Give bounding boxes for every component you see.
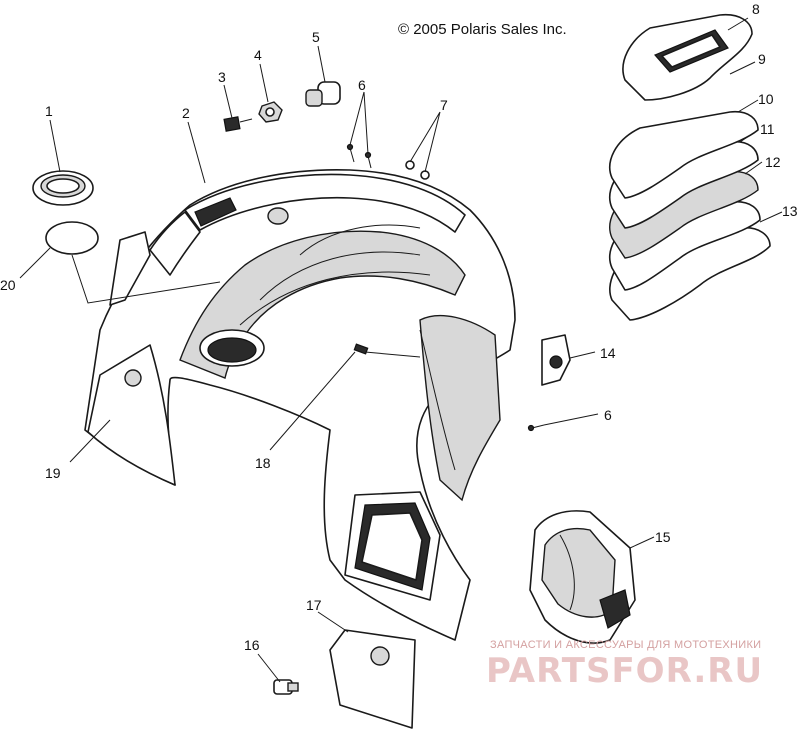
callout-5: 5 [312, 29, 320, 45]
clip-part [223, 116, 253, 132]
pin-part [353, 343, 369, 355]
callout-13: 13 [782, 203, 798, 219]
callout-17: 17 [306, 597, 322, 613]
watermark-tagline: ЗАПЧАСТИ И АКСЕССУАРЫ ДЛЯ МОТОТЕХНИКИ [490, 639, 761, 651]
bezel-stack [609, 13, 771, 321]
grommet-ring-part [32, 170, 94, 206]
nut-part [258, 101, 283, 123]
watermark: ЗАПЧАСТИ И АКСЕССУАРЫ ДЛЯ МОТОТЕХНИКИ PA… [486, 639, 763, 691]
watermark-brand: PARTSFOR.RU [486, 651, 763, 691]
leader-lines [19, 17, 783, 683]
plug-part [305, 81, 341, 107]
callout-4: 4 [254, 47, 262, 63]
callout-14: 14 [600, 345, 616, 361]
callout-labels: 1 2 3 4 5 6 7 8 9 10 11 12 13 14 6 15 16… [0, 1, 798, 653]
callout-7: 7 [440, 97, 448, 113]
callout-16: 16 [244, 637, 260, 653]
o-ring-part [45, 221, 99, 255]
callout-20: 20 [0, 277, 16, 293]
callout-19: 19 [45, 465, 61, 481]
callout-1: 1 [45, 103, 53, 119]
callout-15: 15 [655, 529, 671, 545]
copyright-text: © 2005 Polaris Sales Inc. [398, 21, 567, 38]
callout-3: 3 [218, 69, 226, 85]
callout-11: 11 [760, 121, 775, 137]
callout-9: 9 [758, 51, 766, 67]
hood-shell [84, 168, 516, 641]
callout-12: 12 [765, 154, 781, 170]
callout-6b: 6 [604, 407, 612, 423]
callout-6: 6 [358, 77, 366, 93]
callout-10: 10 [758, 91, 774, 107]
cover-plate-part [329, 629, 416, 729]
callout-18: 18 [255, 455, 271, 471]
bracket-part [541, 334, 571, 386]
callout-8: 8 [752, 1, 760, 17]
callout-2: 2 [182, 105, 190, 121]
knob-part [273, 679, 299, 695]
side-box-part [529, 510, 636, 644]
